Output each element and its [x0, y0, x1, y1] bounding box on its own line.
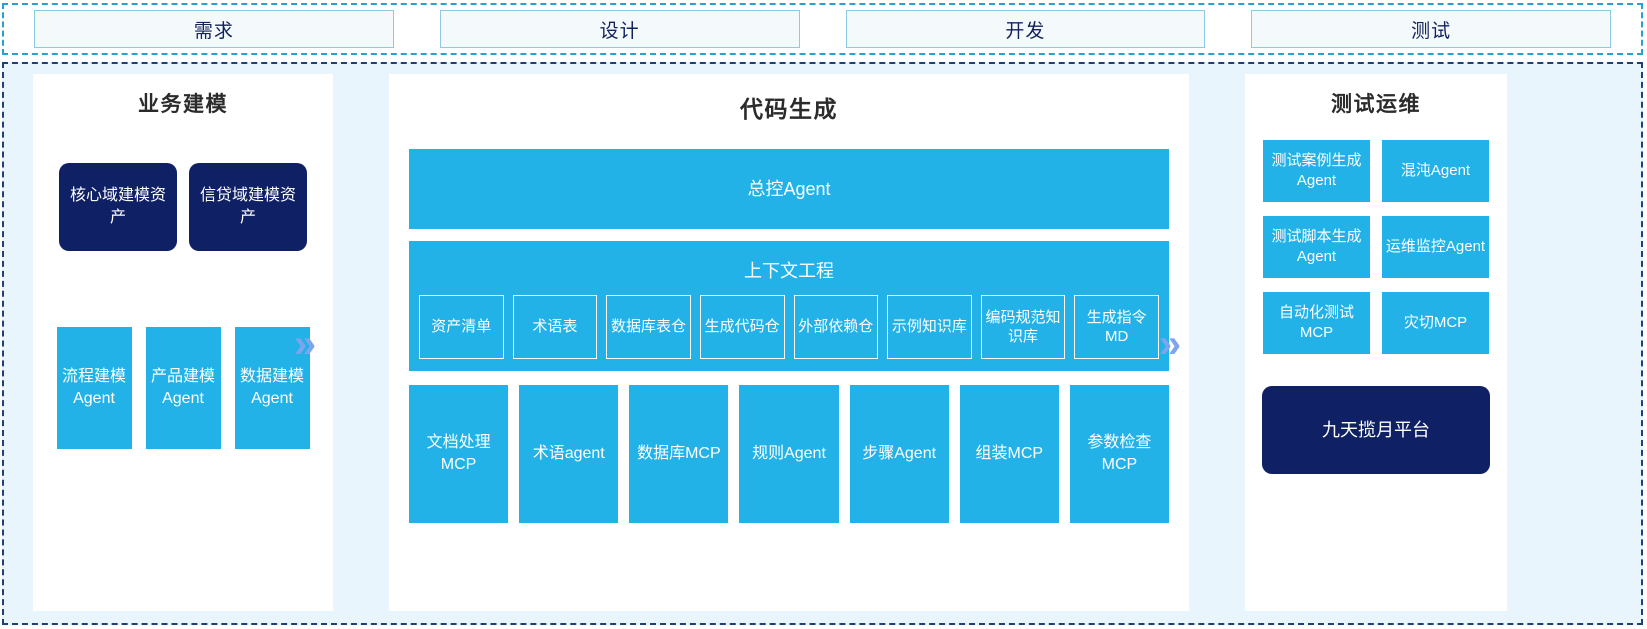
- tool-box-document-processing-mcp[interactable]: 文档处理MCP: [409, 385, 509, 523]
- tool-box-step-agent[interactable]: 步骤Agent: [849, 385, 949, 523]
- tool-label: 术语agent: [532, 445, 605, 463]
- master-agent-label: 总控Agent: [747, 178, 831, 199]
- phase-box-testing[interactable]: 测试: [1251, 10, 1611, 48]
- context-item-label: 术语表: [532, 318, 578, 336]
- platform-box-jiutian-lanyue[interactable]: 九天揽月平台: [1262, 386, 1490, 474]
- tools-row: 文档处理MCP 术语agent 数据库MCP 规则Agent 步骤Agent: [409, 385, 1169, 523]
- agent-row: 流程建模Agent 产品建模Agent 数据建模Agent: [56, 327, 310, 449]
- context-item-label: 编码规范知识库: [985, 308, 1061, 346]
- center-content: 总控Agent 上下文工程 资产清单 术语表 数据库表仓: [389, 124, 1189, 523]
- test-ops-label: 混沌Agent: [1400, 161, 1471, 179]
- tool-label: 文档处理MCP: [426, 434, 491, 473]
- tool-box-rule-agent[interactable]: 规则Agent: [739, 385, 839, 523]
- context-item-generated-code-repo[interactable]: 生成代码仓: [699, 295, 785, 359]
- panel-title: 业务建模: [138, 93, 228, 116]
- tool-box-glossary-agent[interactable]: 术语agent: [519, 385, 619, 523]
- tool-label: 组装MCP: [975, 445, 1044, 463]
- test-ops-box-disaster-switch-mcp[interactable]: 灾切MCP: [1382, 292, 1489, 354]
- flow-arrow-right-icon: »: [1142, 64, 1198, 623]
- tool-label: 参数检查MCP: [1087, 434, 1152, 473]
- context-item-label: 生成指令MD: [1086, 308, 1147, 346]
- panel-title: 代码生成: [740, 96, 838, 122]
- agent-box-data-modeling[interactable]: 数据建模Agent: [234, 327, 310, 449]
- tool-box-parameter-check-mcp[interactable]: 参数检查MCP: [1069, 385, 1169, 523]
- tool-box-assembly-mcp[interactable]: 组装MCP: [959, 385, 1059, 523]
- context-item-db-table-repo[interactable]: 数据库表仓: [606, 295, 691, 359]
- asset-label: 核心域建模资产: [69, 187, 166, 226]
- asset-label: 信贷域建模资产: [199, 187, 296, 226]
- tool-label: 数据库MCP: [637, 445, 721, 463]
- phase-label: 开发: [1005, 20, 1046, 42]
- panel-title: 测试运维: [1331, 93, 1421, 116]
- context-item-label: 生成代码仓: [704, 318, 780, 336]
- platform-label: 九天揽月平台: [1322, 419, 1430, 440]
- phase-box-design[interactable]: 设计: [439, 10, 800, 48]
- panel-test-operations: 测试运维 测试案例生成Agent 混沌Agent 测试脚本生成Agent 运维监…: [1245, 74, 1507, 611]
- asset-row: 核心域建模资产 信贷域建模资产: [59, 163, 307, 251]
- test-ops-box-ops-monitoring-agent[interactable]: 运维监控Agent: [1382, 216, 1489, 278]
- agent-label: 数据建模Agent: [239, 368, 304, 407]
- context-item-label: 资产清单: [431, 318, 492, 336]
- test-ops-box-test-case-generation-agent[interactable]: 测试案例生成Agent: [1263, 140, 1370, 202]
- test-ops-label: 运维监控Agent: [1385, 237, 1486, 255]
- context-item-external-dependency-repo[interactable]: 外部依赖仓: [793, 295, 879, 359]
- tool-box-database-mcp[interactable]: 数据库MCP: [629, 385, 729, 523]
- context-item-label: 数据库表仓: [611, 318, 687, 336]
- chevron-double-right-icon: »: [293, 321, 317, 366]
- agent-box-product-modeling[interactable]: 产品建模Agent: [145, 327, 221, 449]
- main-region: 业务建模 核心域建模资产 信贷域建模资产 流程建模Agent 产品建模Agent…: [2, 62, 1643, 625]
- context-item-coding-standard-knowledge-base[interactable]: 编码规范知识库: [980, 295, 1066, 359]
- context-item-asset-list[interactable]: 资产清单: [419, 295, 504, 359]
- agent-label: 流程建模Agent: [61, 368, 126, 407]
- tool-label: 步骤Agent: [862, 445, 937, 463]
- agent-label: 产品建模Agent: [150, 368, 215, 407]
- phase-label: 需求: [193, 20, 234, 42]
- context-item-label: 外部依赖仓: [798, 318, 874, 336]
- test-ops-box-test-script-generation-agent[interactable]: 测试脚本生成Agent: [1263, 216, 1370, 278]
- master-agent-bar[interactable]: 总控Agent: [409, 149, 1169, 229]
- phase-label: 设计: [599, 20, 640, 42]
- context-engineering-block: 上下文工程 资产清单 术语表 数据库表仓 生成代码仓: [409, 241, 1169, 371]
- phase-label: 测试: [1411, 20, 1452, 42]
- phase-bar: 需求 设计 开发 测试: [2, 3, 1643, 55]
- phase-box-development[interactable]: 开发: [845, 10, 1206, 48]
- context-engineering-title: 上下文工程: [744, 261, 834, 281]
- tool-label: 规则Agent: [752, 445, 826, 463]
- asset-box-credit-domain[interactable]: 信贷域建模资产: [189, 163, 307, 251]
- context-item-example-knowledge-base[interactable]: 示例知识库: [887, 295, 972, 359]
- test-ops-box-chaos-agent[interactable]: 混沌Agent: [1382, 140, 1489, 202]
- context-items-row: 资产清单 术语表 数据库表仓 生成代码仓 外部依赖仓: [419, 295, 1159, 359]
- test-ops-label: 测试案例生成Agent: [1271, 151, 1362, 189]
- asset-box-core-domain[interactable]: 核心域建模资产: [59, 163, 177, 251]
- test-ops-box-automated-test-mcp[interactable]: 自动化测试MCP: [1263, 292, 1370, 354]
- panel-code-generation: 代码生成 总控Agent 上下文工程 资产清单 术语表: [389, 74, 1189, 611]
- flow-arrow-left-icon: »: [277, 64, 333, 623]
- test-ops-label: 测试脚本生成Agent: [1271, 227, 1362, 265]
- test-ops-label: 灾切MCP: [1403, 313, 1468, 331]
- context-item-label: 示例知识库: [891, 318, 967, 336]
- context-item-glossary[interactable]: 术语表: [512, 295, 598, 359]
- test-ops-label: 自动化测试MCP: [1278, 303, 1354, 341]
- chevron-double-right-icon: »: [1158, 321, 1182, 366]
- phase-box-requirements[interactable]: 需求: [34, 10, 394, 48]
- panel-business-modeling: 业务建模 核心域建模资产 信贷域建模资产 流程建模Agent 产品建模Agent…: [33, 74, 333, 611]
- agent-box-process-modeling[interactable]: 流程建模Agent: [56, 327, 132, 449]
- test-ops-grid: 测试案例生成Agent 混沌Agent 测试脚本生成Agent 运维监控Agen…: [1263, 140, 1489, 354]
- context-item-generation-instruction-md[interactable]: 生成指令MD: [1074, 295, 1159, 359]
